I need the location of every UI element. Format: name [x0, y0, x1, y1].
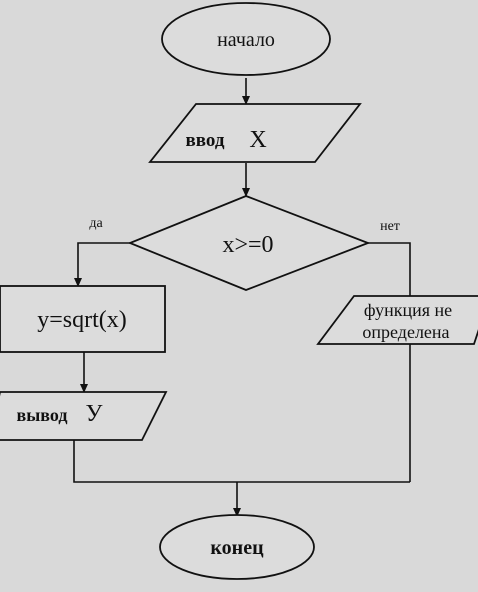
condition-label: x>=0: [222, 232, 273, 258]
input-parallelogram: [148, 103, 362, 163]
error-label-line2: определена: [362, 322, 449, 342]
input-keyword: ввод: [186, 130, 225, 151]
edge-condition-yes: [74, 242, 130, 287]
error-label-line1: функция не: [364, 300, 452, 320]
compute-process: [0, 285, 166, 353]
end-terminal: [159, 514, 315, 580]
output-parallelogram: [0, 391, 168, 441]
output-variable: У: [86, 401, 103, 427]
edge-output-to-join: [73, 440, 410, 483]
compute-label: y=sqrt(x): [37, 307, 127, 333]
output-keyword: вывод: [17, 405, 68, 425]
edge-condition-no: [368, 242, 411, 296]
condition-diamond: [127, 195, 371, 291]
error-parallelogram: [316, 295, 478, 345]
branch-no-label: нет: [380, 219, 400, 234]
start-terminal: [161, 2, 331, 76]
branch-yes-label: да: [89, 216, 103, 231]
end-label: конец: [210, 537, 264, 559]
input-variable: X: [249, 127, 266, 153]
start-label: начало: [217, 29, 275, 51]
